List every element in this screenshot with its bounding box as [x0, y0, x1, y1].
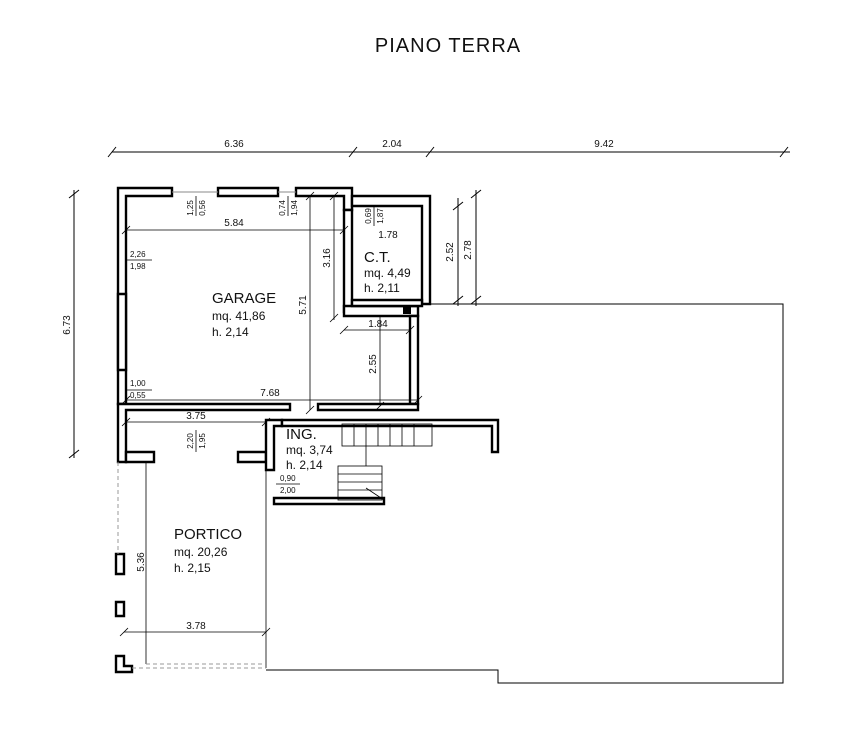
ct-side-dimension-lines	[452, 189, 482, 306]
garage-win-left2: 1,98	[130, 262, 146, 271]
garage-height-mid: 5.71	[298, 295, 309, 315]
dim-top-terrace: 9.42	[594, 139, 614, 150]
garage-width-bottom: 7.68	[260, 388, 280, 399]
portico-width: 3.78	[186, 621, 206, 632]
plan-title: PIANO TERRA	[375, 35, 521, 57]
left-dimension-line	[68, 189, 80, 459]
ct-win1: 0,69	[364, 208, 373, 224]
ct-win2: 1,87	[376, 208, 385, 224]
corridor-width: 3.75	[186, 411, 206, 422]
terrace-outline	[266, 303, 784, 684]
portico-height-dim: 5.36	[136, 552, 147, 572]
dim-top-ct: 2.04	[382, 139, 402, 150]
portico-name: PORTICO	[174, 526, 242, 543]
corridor-win1: 2,20	[186, 433, 195, 449]
garage-lower-height: 2.55	[368, 354, 379, 374]
portico-area: mq. 20,26	[174, 545, 228, 559]
ct-vent-icon	[403, 306, 411, 314]
ingresso-name: ING.	[286, 426, 317, 443]
ingresso-door1: 0,90	[280, 474, 296, 483]
garage-win-b2: 1,94	[290, 200, 299, 216]
garage-win-a2: 0,56	[198, 200, 207, 216]
garage-width-top: 5.84	[224, 218, 244, 229]
portico-dashed-edges	[117, 462, 266, 669]
ingresso-walls	[272, 418, 500, 506]
portico-height: h. 2,15	[174, 561, 211, 575]
garage-win-low2: 0,55	[130, 391, 146, 400]
portico-walls	[114, 462, 267, 674]
garage-win-low1: 1,00	[130, 379, 146, 388]
garage-internal-dims	[121, 191, 423, 415]
garage-win-left1: 2,26	[130, 250, 146, 259]
garage-height: h. 2,14	[212, 325, 249, 339]
ingresso-area: mq. 3,74	[286, 443, 333, 457]
dim-top-garage: 6.36	[224, 139, 244, 150]
garage-lower-width: 1.84	[368, 319, 388, 330]
ct-height: h. 2,11	[364, 281, 400, 295]
ct-width: 1.78	[378, 230, 398, 241]
garage-height-right: 3.16	[322, 248, 333, 268]
corridor-walls	[116, 402, 420, 472]
ct-walls	[350, 194, 432, 308]
garage-win-a1: 1,25	[186, 200, 195, 216]
lower-internal-dims	[119, 417, 300, 637]
dim-ct-h2: 2.78	[463, 240, 474, 260]
top-dimension-line	[107, 146, 790, 158]
ct-name: C.T.	[364, 249, 391, 266]
garage-area: mq. 41,86	[212, 309, 266, 323]
ingresso-height: h. 2,14	[286, 458, 323, 472]
ct-area: mq. 4,49	[364, 266, 411, 280]
garage-name: GARAGE	[212, 290, 276, 307]
dim-ct-h1: 2.52	[445, 242, 456, 262]
stairs	[337, 423, 433, 501]
ingresso-door2: 2,00	[280, 486, 296, 495]
dim-left-total: 6.73	[62, 315, 73, 335]
corridor-win2: 1,95	[198, 433, 207, 449]
garage-win-b1: 0,74	[278, 200, 287, 216]
